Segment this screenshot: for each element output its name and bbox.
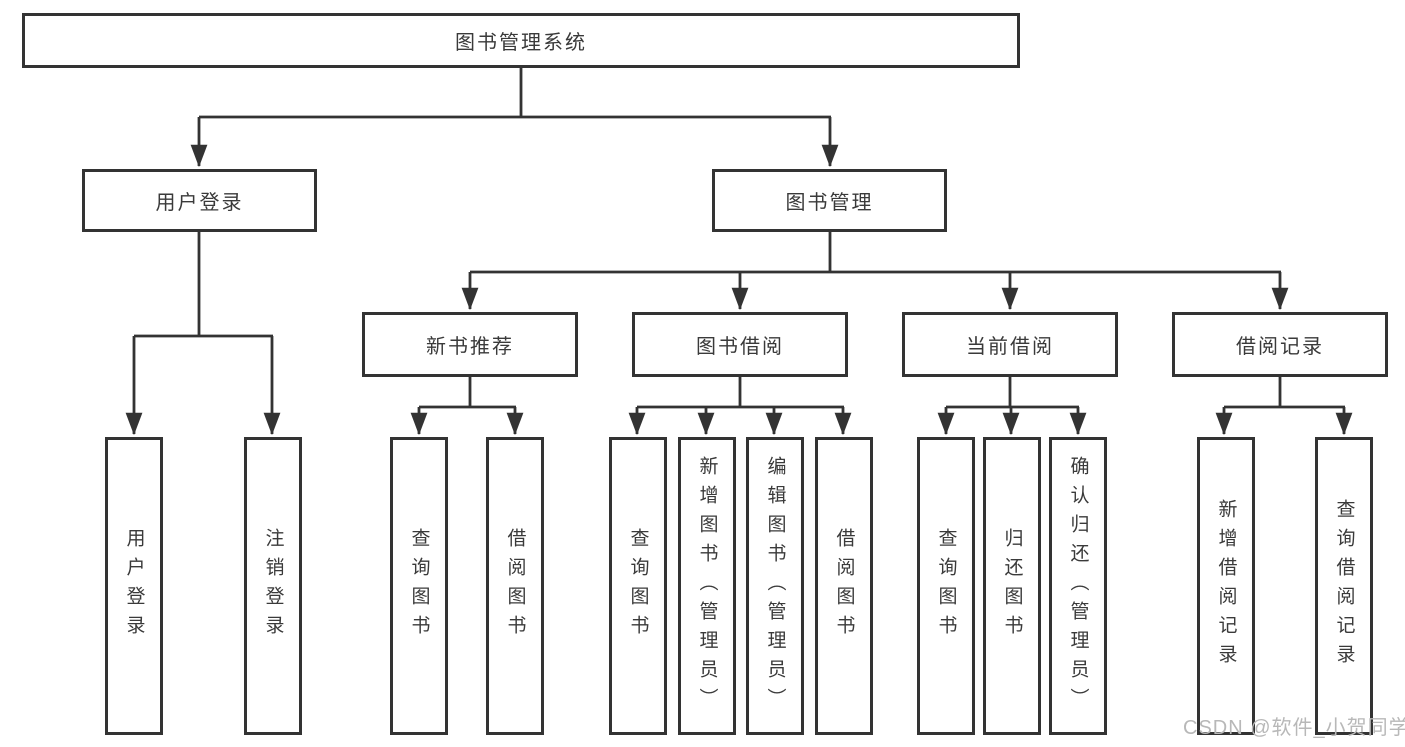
node-new-book-recommend: 新书推荐: [362, 312, 578, 377]
node-root: 图书管理系统: [22, 13, 1020, 68]
leaf-label: 注销登录: [262, 528, 284, 644]
node-book-management: 图书管理: [712, 169, 947, 232]
leaf-label: 用户登录: [123, 528, 145, 644]
leaf-label: 新增图书（管理员）: [696, 455, 718, 717]
leaf-label: 查询图书: [627, 528, 649, 644]
leaf-label: 归还图书: [1001, 528, 1023, 644]
node-user-login: 用户登录: [82, 169, 317, 232]
node-borrowing-records: 借阅记录: [1172, 312, 1388, 377]
leaf-label: 新增借阅记录: [1215, 499, 1237, 673]
leaf-edit-books-admin: 编辑图书（管理员）: [746, 437, 804, 735]
leaf-query-books: 查询图书: [917, 437, 975, 735]
leaf-label: 借阅图书: [833, 528, 855, 644]
leaf-query-books: 查询图书: [609, 437, 667, 735]
leaf-label: 查询借阅记录: [1333, 499, 1355, 673]
leaf-label: 查询图书: [408, 528, 430, 644]
leaf-query-books: 查询图书: [390, 437, 448, 735]
leaf-user-login: 用户登录: [105, 437, 163, 735]
leaf-add-books-admin: 新增图书（管理员）: [678, 437, 736, 735]
leaf-label: 确认归还（管理员）: [1067, 455, 1089, 717]
leaf-add-borrow-record: 新增借阅记录: [1197, 437, 1255, 735]
leaf-label: 编辑图书（管理员）: [764, 455, 786, 717]
leaf-query-borrow-record: 查询借阅记录: [1315, 437, 1373, 735]
node-current-borrowing: 当前借阅: [902, 312, 1118, 377]
leaf-logout-login: 注销登录: [244, 437, 302, 735]
node-book-borrowing: 图书借阅: [632, 312, 848, 377]
leaf-borrow-books: 借阅图书: [815, 437, 873, 735]
leaf-borrow-books: 借阅图书: [486, 437, 544, 735]
leaf-confirm-return-admin: 确认归还（管理员）: [1049, 437, 1107, 735]
watermark: CSDN @软件_小贺同学: [1183, 717, 1405, 739]
leaf-label: 查询图书: [935, 528, 957, 644]
leaf-return-books: 归还图书: [983, 437, 1041, 735]
leaf-label: 借阅图书: [504, 528, 526, 644]
